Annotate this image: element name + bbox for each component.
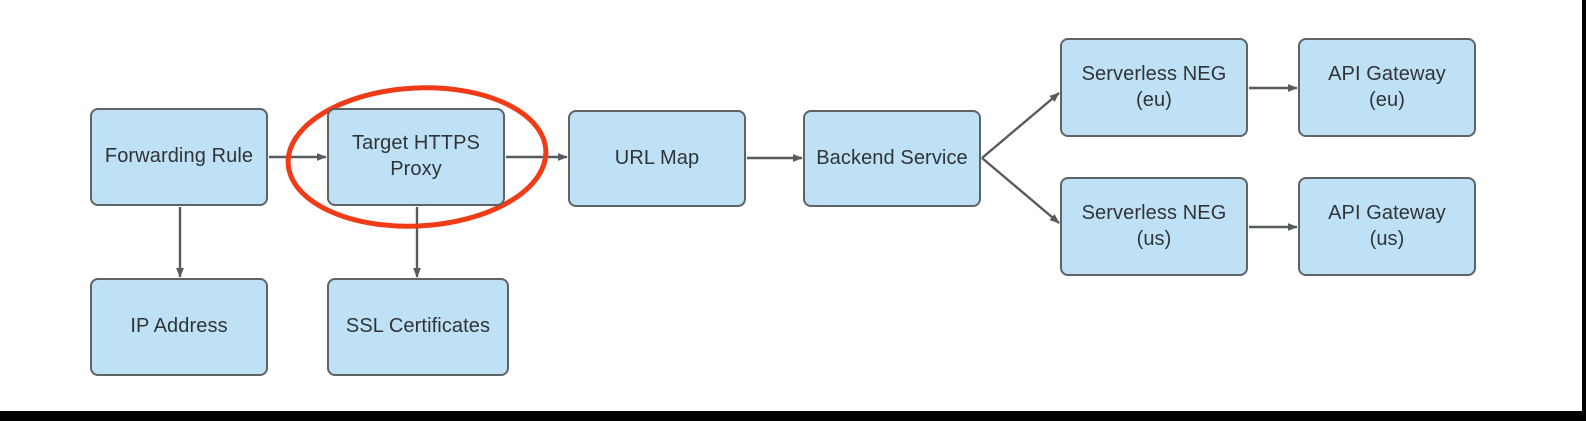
- node-backend-service[interactable]: Backend Service: [803, 110, 981, 207]
- node-ssl-certificates[interactable]: SSL Certificates: [327, 278, 509, 376]
- edge-backend-service-to-serverless-neg-us: [981, 157, 1060, 224]
- node-serverless-neg-eu[interactable]: Serverless NEG (eu): [1060, 38, 1248, 137]
- right-edge-bar: [1582, 0, 1586, 421]
- node-url-map[interactable]: URL Map: [568, 110, 746, 207]
- node-serverless-neg-us[interactable]: Serverless NEG (us): [1060, 177, 1248, 276]
- node-forwarding-rule[interactable]: Forwarding Rule: [90, 108, 268, 206]
- node-api-gateway-us[interactable]: API Gateway (us): [1298, 177, 1476, 276]
- node-api-gateway-eu[interactable]: API Gateway (eu): [1298, 38, 1476, 137]
- bottom-edge-bar: [0, 411, 1586, 421]
- node-ip-address[interactable]: IP Address: [90, 278, 268, 376]
- edge-backend-service-to-serverless-neg-eu: [981, 92, 1060, 159]
- node-target-https-proxy[interactable]: Target HTTPS Proxy: [327, 108, 505, 206]
- highlight-ellipse-icon: [285, 85, 549, 229]
